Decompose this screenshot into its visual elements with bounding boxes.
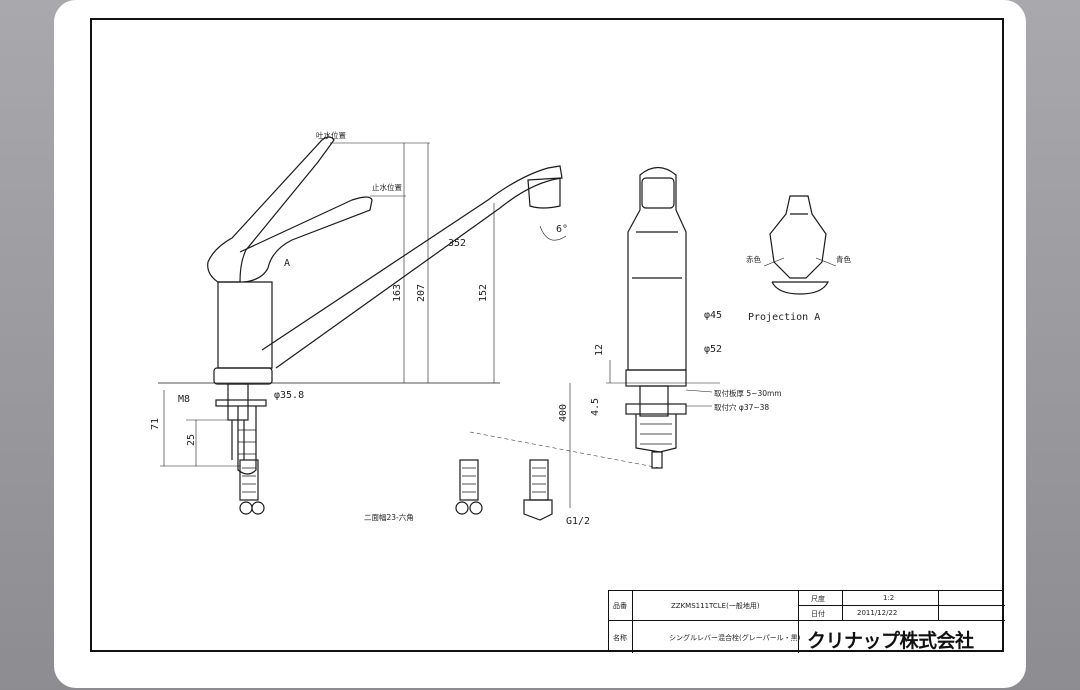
scale-value: 1:2 bbox=[883, 594, 895, 602]
label-spout-pos-stop: 止水位置 bbox=[372, 182, 402, 192]
scale-label: 尺度 bbox=[811, 595, 825, 603]
label-mount-hole: 取付穴 φ37~38 bbox=[714, 402, 769, 412]
date-value: 2011/12/22 bbox=[857, 609, 898, 617]
dim-71: 71 bbox=[150, 418, 161, 430]
title-block: 品番 ZZKMS111TCLE(一般地用) 尺度 1:2 日付 2011/12/… bbox=[608, 590, 1005, 653]
label-a: A bbox=[284, 258, 290, 269]
label-g12: G1/2 bbox=[566, 516, 590, 527]
dim-dia-35-8: φ35.8 bbox=[274, 390, 304, 401]
dim-400: 400 bbox=[558, 404, 569, 422]
model-label: 品番 bbox=[613, 602, 627, 610]
label-hot: 赤色 bbox=[746, 254, 761, 264]
company-logo: クリナップ株式会社 bbox=[807, 630, 974, 652]
date-label: 日付 bbox=[811, 610, 825, 618]
dim-163: 163 bbox=[392, 284, 403, 302]
name-value: シングルレバー混合栓(グレーパール・黒) bbox=[669, 634, 801, 642]
dim-25: 25 bbox=[186, 434, 197, 446]
dim-207: 207 bbox=[416, 284, 427, 302]
label-m8: M8 bbox=[178, 394, 190, 405]
name-label: 名称 bbox=[613, 634, 627, 642]
drawing-border bbox=[90, 18, 1004, 652]
label-projection-a: Projection A bbox=[748, 312, 820, 323]
label-mount-thickness: 取付板厚 5~30mm bbox=[714, 388, 782, 398]
model-value: ZZKMS111TCLE(一般地用) bbox=[671, 602, 760, 610]
label-cold: 青色 bbox=[836, 254, 851, 264]
dim-152: 152 bbox=[478, 284, 489, 302]
dim-12: 12 bbox=[594, 344, 605, 356]
dim-dia-45: φ45 bbox=[704, 310, 722, 321]
label-hex: 二面幅23-六角 bbox=[364, 512, 414, 522]
dim-352: 352 bbox=[448, 238, 466, 249]
dim-4-5: 4.5 bbox=[590, 398, 601, 416]
dim-6-degree: 6° bbox=[556, 224, 568, 235]
label-spout-pos-hot: 吐水位置 bbox=[316, 130, 346, 140]
drawing-sheet bbox=[54, 0, 1026, 688]
dim-dia-52: φ52 bbox=[704, 344, 722, 355]
